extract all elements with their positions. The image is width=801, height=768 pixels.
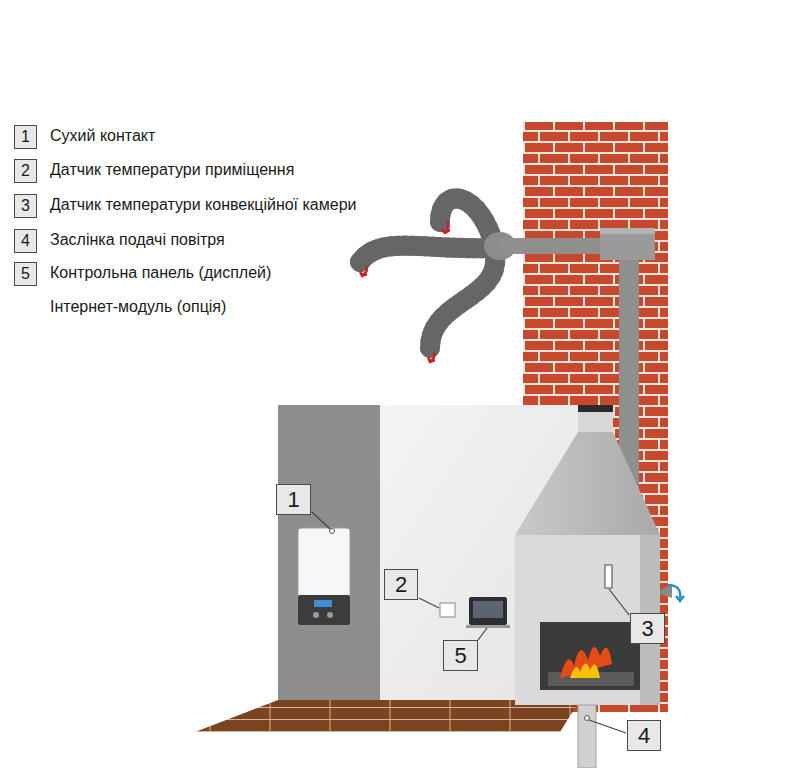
callout-number-text: 1	[21, 129, 30, 145]
callout-number-text: 2	[395, 574, 407, 596]
callout-number: 1	[276, 484, 311, 515]
callout-number: 3	[630, 613, 665, 644]
leader-line	[312, 512, 629, 733]
boiler	[298, 528, 350, 625]
legend-text: Датчик температури приміщення	[50, 160, 294, 179]
cold-air-arrow	[668, 585, 684, 601]
callout-number-text: 3	[641, 618, 653, 640]
air-damper	[578, 705, 596, 768]
room-sensor	[440, 603, 455, 617]
legend-text: Датчик температури конвекційної камери	[50, 195, 357, 214]
callout-number-text: 4	[638, 725, 650, 747]
callout-number-text: 5	[454, 645, 466, 667]
fireplace	[515, 405, 672, 705]
callout-number: 2	[384, 569, 418, 600]
callout-number-text: 2	[21, 163, 30, 179]
callout-number-text: 4	[21, 233, 30, 249]
legend-text: Контрольна панель (дисплей)	[50, 263, 271, 282]
callout-number-text: 3	[21, 198, 30, 214]
callout-number-text: 5	[21, 266, 30, 282]
callout-number-text: 1	[287, 489, 299, 511]
callout-number: 2	[14, 159, 37, 183]
callout-number: 3	[14, 194, 37, 218]
callout-number: 5	[14, 262, 37, 286]
legend-text: Сухий контакт	[50, 126, 155, 145]
callout-number: 5	[443, 640, 478, 671]
control-display	[466, 597, 510, 628]
legend-text: Заслінка подачі повітря	[50, 230, 225, 249]
callout-number: 1	[14, 125, 37, 149]
legend-text: Інтернет-модуль (опція)	[50, 297, 226, 316]
callout-number: 4	[627, 720, 661, 751]
air-ducts	[360, 198, 495, 348]
callout-number: 4	[14, 229, 37, 253]
side-wall	[278, 405, 382, 702]
